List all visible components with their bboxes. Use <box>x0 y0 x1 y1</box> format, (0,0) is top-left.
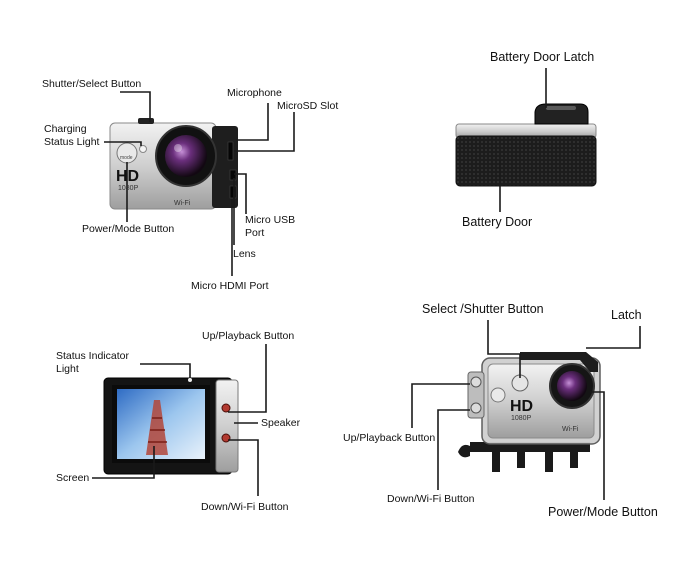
label-status-indicator: Status Indicator Light <box>56 350 129 375</box>
leader-usb <box>234 173 247 214</box>
screen-tower-detail <box>148 417 167 443</box>
label-housing-power: Power/Mode Button <box>548 505 658 519</box>
housing-latch <box>520 352 598 372</box>
label-battery-door: Battery Door <box>462 215 533 229</box>
front-wifi-text: Wi-Fi <box>174 200 191 207</box>
battery-door <box>455 135 597 187</box>
status-light-dot <box>188 378 192 382</box>
leader-microsd <box>234 112 295 152</box>
label-up-playback: Up/Playback Button <box>202 330 295 342</box>
leader-lines <box>92 68 641 500</box>
label-screen: Screen <box>56 472 90 484</box>
label-charging-light: Charging Status Light <box>44 123 100 148</box>
leader-up <box>228 344 267 413</box>
label-battery-door-latch: Battery Door Latch <box>490 50 595 64</box>
housing-resolution-text: 1080P <box>511 415 532 422</box>
label-microsd: MicroSD Slot <box>277 100 339 112</box>
usb-port <box>229 169 237 181</box>
leader-h-power <box>590 391 605 500</box>
housing-thumbscrew <box>458 444 470 458</box>
housing-up-button <box>470 376 482 388</box>
label-hdmi: Micro HDMI Port <box>191 280 269 292</box>
front-hd-text: HD <box>116 168 140 185</box>
leader-shutter <box>120 91 151 122</box>
shutter-button-top <box>138 118 154 124</box>
housing-mount <box>470 442 590 472</box>
leader-h-up <box>411 383 470 428</box>
front-camera-illustration <box>109 118 238 210</box>
label-down-wifi: Down/Wi-Fi Button <box>201 501 289 513</box>
label-housing-select: Select /Shutter Button <box>422 302 544 316</box>
front-mode-text: mode <box>120 155 133 161</box>
label-speaker: Speaker <box>261 417 301 429</box>
label-housing-down: Down/Wi-Fi Button <box>387 493 475 505</box>
label-power-mode: Power/Mode Button <box>82 223 175 235</box>
charging-light <box>139 145 147 153</box>
microsd-slot <box>227 141 234 161</box>
back-camera-side <box>215 379 239 473</box>
label-lens: Lens <box>233 248 256 260</box>
leader-screen <box>92 446 155 479</box>
leader-hdmi <box>231 192 235 276</box>
leader-h-down <box>437 409 470 490</box>
latch-highlight <box>546 106 576 110</box>
leader-microphone <box>236 103 269 141</box>
hdmi-port <box>229 185 237 199</box>
leader-down <box>228 439 259 496</box>
lens-highlight <box>174 144 182 152</box>
housing-power-button <box>490 387 506 403</box>
housing-down-button <box>470 402 482 414</box>
label-microphone: Microphone <box>227 87 282 99</box>
front-resolution-text: 1080P <box>118 185 139 192</box>
up-button-dot <box>221 403 231 413</box>
lens-glass <box>165 135 207 177</box>
leader-charging <box>104 141 142 146</box>
housing-lens-glass <box>557 371 587 401</box>
housing-hd-text: HD <box>510 398 534 415</box>
label-housing-up: Up/Playback Button <box>343 432 436 444</box>
housing-illustration <box>458 352 601 472</box>
label-housing-latch: Latch <box>611 308 642 322</box>
leader-select <box>487 320 521 378</box>
label-shutter-select: Shutter/Select Button <box>42 78 142 90</box>
housing-wifi-text: Wi-Fi <box>562 426 579 433</box>
label-usb: Micro USB Port <box>245 214 296 239</box>
leader-status <box>140 363 191 378</box>
leader-latch <box>586 326 641 349</box>
back-view-illustration <box>103 377 239 475</box>
top-view-illustration <box>455 103 597 187</box>
screen-tower-image <box>146 400 168 455</box>
